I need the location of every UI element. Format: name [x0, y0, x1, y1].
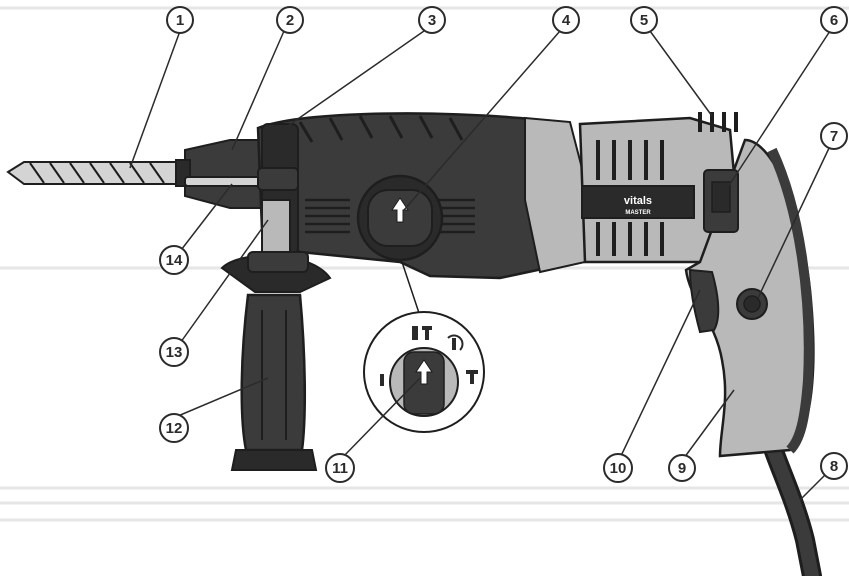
drill-icon — [380, 374, 384, 386]
callout-1: 1 — [166, 6, 194, 34]
chuck — [175, 139, 263, 209]
callout-label: 5 — [640, 12, 648, 29]
chisel-icon — [466, 370, 478, 384]
motor-housing: vitals MASTER — [578, 112, 742, 264]
callout-6: 6 — [820, 6, 848, 34]
callout-12: 12 — [159, 413, 189, 443]
callout-4: 4 — [552, 6, 580, 34]
brand-subtitle: MASTER — [625, 210, 651, 216]
mode-selector-inset — [363, 261, 485, 433]
callout-5: 5 — [630, 6, 658, 34]
callout-label: 11 — [332, 460, 348, 477]
callout-label: 3 — [428, 12, 436, 29]
callouts: 1 2 3 4 5 6 7 8 — [159, 6, 848, 483]
callout-7: 7 — [820, 122, 848, 150]
main-handle — [684, 138, 815, 458]
callout-label: 12 — [166, 420, 183, 437]
callout-9: 9 — [668, 454, 696, 482]
callout-label: 8 — [830, 458, 838, 475]
handle-clamp — [257, 123, 299, 261]
rotation-icon — [447, 334, 464, 351]
power-cord — [760, 430, 822, 576]
callout-label: 9 — [678, 460, 686, 477]
callout-8: 8 — [820, 452, 848, 480]
callout-label: 14 — [166, 252, 183, 269]
drill-bit — [6, 161, 191, 185]
callout-3: 3 — [418, 6, 446, 34]
callout-10: 10 — [603, 453, 633, 483]
mode-selector-dial — [356, 174, 444, 262]
callout-label: 10 — [610, 460, 627, 477]
callout-label: 1 — [176, 12, 184, 29]
callout-label: 7 — [830, 128, 838, 145]
callout-2: 2 — [276, 6, 304, 34]
callout-label: 13 — [166, 344, 183, 361]
brand-logo: vitals — [624, 195, 652, 207]
callout-13: 13 — [159, 337, 189, 367]
callout-label: 4 — [562, 12, 571, 29]
hammer-drill-icon — [412, 326, 432, 340]
callout-label: 2 — [286, 12, 294, 29]
side-handle — [220, 251, 332, 471]
leader-lines — [129, 30, 831, 501]
callout-label: 6 — [830, 12, 838, 29]
callout-14: 14 — [159, 245, 189, 275]
callout-11: 11 — [325, 453, 355, 483]
